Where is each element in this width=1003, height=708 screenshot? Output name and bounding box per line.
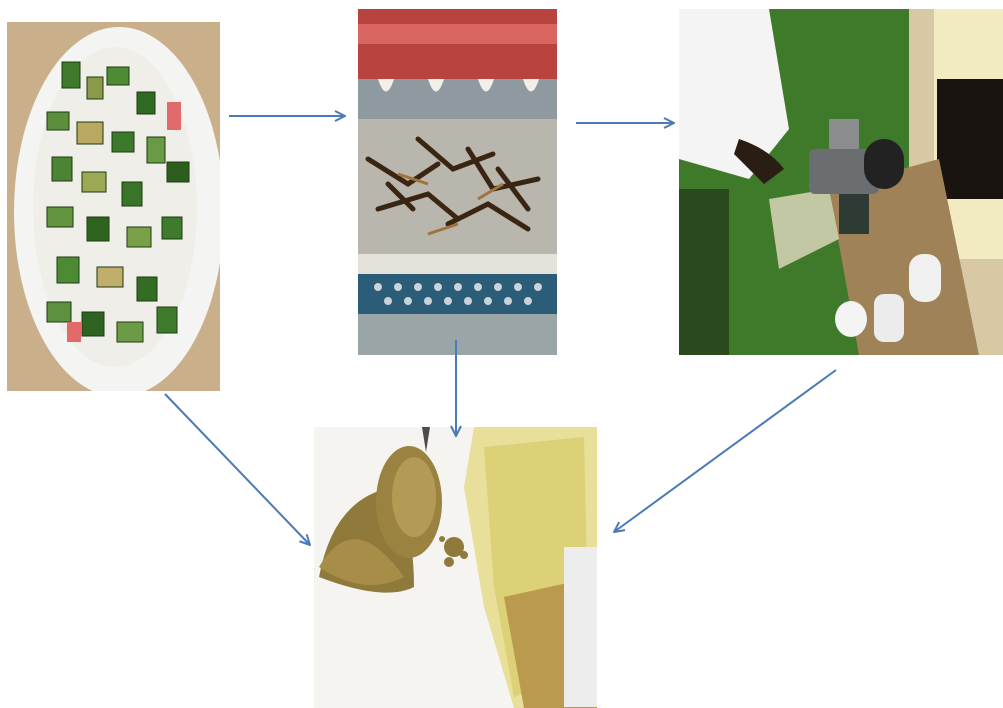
- grinding-mill-photo: [679, 9, 1003, 355]
- fresh-pieces-photo: [7, 22, 220, 391]
- oven-drying-photo: [358, 9, 557, 355]
- powder-photo: [314, 427, 597, 708]
- arrow-grinding-to-powder: [614, 370, 836, 532]
- arrow-fresh-to-powder: [165, 394, 310, 545]
